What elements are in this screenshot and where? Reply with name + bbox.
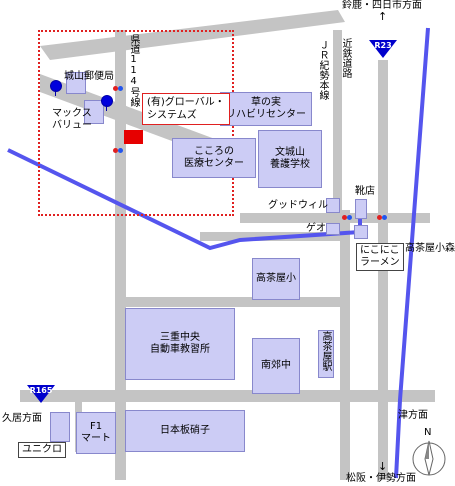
uniqlo-building xyxy=(50,412,70,442)
nankou-jhs-building: 南郊中 xyxy=(252,338,300,394)
traffic-light-icon xyxy=(377,215,391,221)
horizontal-road-goodwill xyxy=(240,213,430,223)
takachaya-elementary-building: 高茶屋小 xyxy=(252,258,300,300)
prefectural-road-label: 県道114号線 xyxy=(128,34,139,107)
traffic-light-icon xyxy=(342,215,356,221)
max-valu-label: マックス バリュー xyxy=(52,108,92,131)
r165-shield-label: R165 xyxy=(29,386,53,395)
nankou-jhs-label: 南郊中 xyxy=(261,360,291,371)
arrow-up-icon: ↑ xyxy=(378,10,388,23)
arrow-down-icon: ↓ xyxy=(378,460,388,473)
location-pin-icon xyxy=(50,80,62,96)
takachaya-station-label: 高茶屋駅 xyxy=(320,331,331,371)
shiroyama-school-label: 文城山 養護学校 xyxy=(270,147,310,170)
post-office-building xyxy=(66,72,86,94)
max-valu-building xyxy=(84,100,104,124)
r165-road xyxy=(20,390,435,402)
kokoro-center-label: こころの 医療センター xyxy=(184,146,244,169)
compass-icon xyxy=(412,440,446,476)
takachaya-elementary-label: 高茶屋小 xyxy=(256,273,296,284)
nikoniko-label: にこにこ ラーメン xyxy=(356,243,404,271)
traffic-light-icon xyxy=(113,148,127,154)
r23-shield-icon: R23 xyxy=(369,40,397,58)
r23-shield-label: R23 xyxy=(374,41,392,50)
uniqlo-label: ユニクロ xyxy=(18,442,66,458)
rehab-center-label: 草の実 リハビリセンター xyxy=(226,97,306,120)
kintetsu-road xyxy=(340,210,350,480)
shoe-store-building xyxy=(355,199,367,219)
traffic-light-icon xyxy=(113,86,127,92)
geo-label: ゲオ xyxy=(306,223,326,234)
kintetsu-road-label: 近鉄道路 xyxy=(340,38,351,78)
r165-shield-icon: R165 xyxy=(27,385,55,403)
target-company-label: (有)グローバル・ システムズ xyxy=(142,93,230,125)
prefectural-road xyxy=(115,30,126,480)
goodwill-building xyxy=(326,198,340,213)
direction-east-label: 津方面 xyxy=(398,410,428,421)
mie-driving-school-label: 三重中央 自動車教習所 xyxy=(150,332,210,355)
direction-west-label: 久居方面 xyxy=(2,413,42,424)
takachaya-komori-label: 高茶屋小森 xyxy=(405,243,455,254)
f1-mart-label: F1 マート xyxy=(81,421,111,444)
horizontal-road-middle xyxy=(118,297,343,307)
compass-north-label: N xyxy=(424,427,432,438)
shiroyama-school-building: 文城山 養護学校 xyxy=(258,130,322,188)
jr-line-label: ＪＲ紀勢本線 xyxy=(317,40,328,100)
kokoro-center-building: こころの 医療センター xyxy=(172,138,256,178)
direction-north-label: 鈴鹿・四日市方面 xyxy=(342,0,422,11)
route-line-r23 xyxy=(394,27,430,479)
nippon-glass-label: 日本板硝子 xyxy=(160,425,210,436)
takachaya-station-building xyxy=(318,330,334,378)
geo-building xyxy=(326,223,340,235)
nikoniko-building xyxy=(354,225,368,239)
rehab-center-building: 草の実 リハビリセンター xyxy=(220,92,312,126)
mie-driving-school-building: 三重中央 自動車教習所 xyxy=(125,308,235,380)
nippon-glass-building: 日本板硝子 xyxy=(125,410,245,452)
post-office-label: 城山郵便局 xyxy=(64,71,114,82)
jr-line-road xyxy=(333,30,342,210)
target-company-marker[interactable] xyxy=(124,130,143,144)
goodwill-label: グッドウィル xyxy=(268,200,328,211)
location-pin-icon xyxy=(101,95,113,111)
f1-mart-building: F1 マート xyxy=(76,412,116,454)
direction-south-label: 松阪・伊勢方面 xyxy=(346,473,416,484)
shoe-store-label: 靴店 xyxy=(355,186,375,197)
